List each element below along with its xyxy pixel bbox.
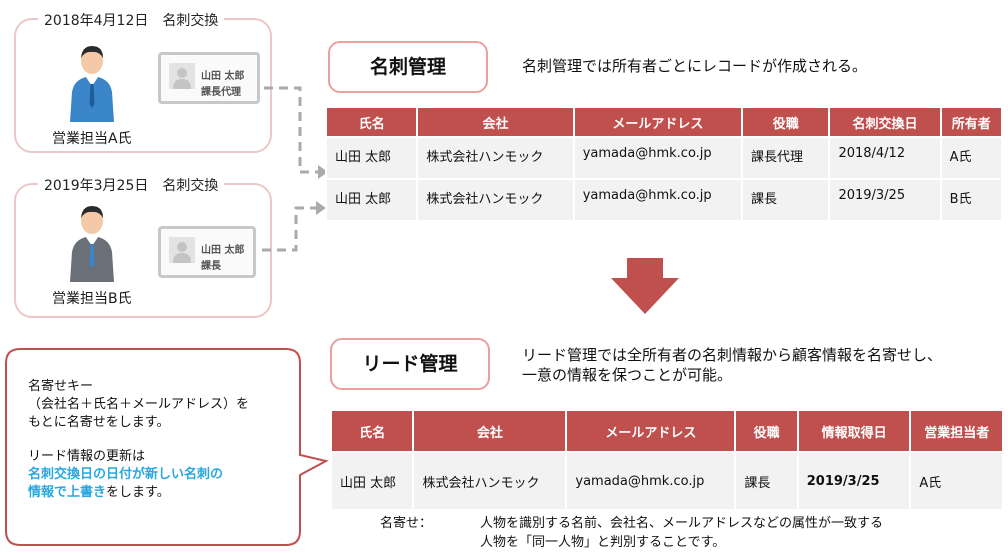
col-header: 会社 <box>418 108 573 136</box>
person-silhouette-icon <box>169 63 195 89</box>
col-header: 氏名 <box>332 411 413 451</box>
cell-name: 山田 太郎 <box>332 453 413 509</box>
callout-line-2: （会社名＋氏名＋メールアドレス）を <box>28 397 250 412</box>
cell-email: yamada@hmk.co.jp <box>574 180 742 220</box>
callout-line-3: もとに名寄せをします。 <box>28 415 170 430</box>
cell-company: 株式会社ハンモック <box>414 453 566 509</box>
callout-line-1: 名寄せキー <box>28 379 94 394</box>
cell-acquired-date: 2019/3/25 <box>798 453 910 509</box>
col-header: メールアドレス <box>574 108 742 136</box>
cell-exchange-date: 2018/4/12 <box>830 138 940 178</box>
business-card-a-title: 課長代理 <box>201 87 241 98</box>
table-row: 山田 太郎 株式会社ハンモック yamada@hmk.co.jp 課長代理 20… <box>327 138 1001 178</box>
meishi-section-title: 名刺管理 <box>328 41 488 93</box>
business-card-b-name: 山田 太郎 <box>201 245 245 256</box>
exchange-box-a-title: 2018年4月12日 名刺交換 <box>38 10 225 30</box>
meishi-table: 氏名 会社 メールアドレス 役職 名刺交換日 所有者 山田 太郎 株式会社ハンモ… <box>325 106 1003 222</box>
cell-company: 株式会社ハンモック <box>418 180 573 220</box>
cell-email: yamada@hmk.co.jp <box>567 453 735 509</box>
col-header: 役職 <box>743 108 829 136</box>
col-header: 営業担当者 <box>911 411 1002 451</box>
cell-exchange-date: 2019/3/25 <box>830 180 940 220</box>
cell-name: 山田 太郎 <box>327 180 417 220</box>
exchange-box-b-title: 2019年3月25日 名刺交換 <box>38 175 225 195</box>
callout-line-5: 情報で上書きをします。 <box>28 484 249 502</box>
col-header: 役職 <box>736 411 797 451</box>
person-silhouette-icon <box>169 237 195 263</box>
callout-highlight-2: 情報で上書き <box>28 485 107 500</box>
cell-position: 課長 <box>736 453 797 509</box>
salesperson-a-icon <box>66 42 118 122</box>
lead-table-header: 氏名 会社 メールアドレス 役職 情報取得日 営業担当者 <box>332 411 1002 451</box>
business-card-a: 山田 太郎 課長代理 <box>158 52 260 104</box>
salesperson-b-icon <box>66 202 118 282</box>
cell-sales-rep: A氏 <box>911 453 1002 509</box>
callout-text: 名寄せキー （会社名＋氏名＋メールアドレス）を もとに名寄せをします。 リード情… <box>28 378 249 502</box>
cell-position: 課長代理 <box>743 138 829 178</box>
callout-bubble <box>5 348 329 546</box>
col-header: 情報取得日 <box>798 411 910 451</box>
lead-section-title: リード管理 <box>330 338 490 390</box>
lead-table: 氏名 会社 メールアドレス 役職 情報取得日 営業担当者 山田 太郎 株式会社ハ… <box>330 409 1004 511</box>
cell-email: yamada@hmk.co.jp <box>574 138 742 178</box>
meishi-description: 名刺管理では所有者ごとにレコードが作成される。 <box>522 57 868 75</box>
note-line-2: 人物を「同一人物」と判別することです。 <box>480 535 726 550</box>
col-header: 名刺交換日 <box>830 108 940 136</box>
callout-highlight-1: 名刺交換日の日付が新しい名刺の <box>28 467 224 482</box>
business-card-b-title: 課長 <box>201 261 221 272</box>
lead-description-line1: リード管理では全所有者の名刺情報から顧客情報を名寄せし、 <box>522 346 943 364</box>
business-card-a-name: 山田 太郎 <box>201 71 245 82</box>
salesperson-b-label: 営業担当B氏 <box>52 291 132 307</box>
cell-owner: B氏 <box>941 180 1001 220</box>
cell-name: 山田 太郎 <box>327 138 417 178</box>
col-header: 氏名 <box>327 108 417 136</box>
callout-line-4: リード情報の更新は <box>28 449 146 464</box>
lead-description-line2: 一意の情報を保つことが可能。 <box>522 366 733 384</box>
cell-company: 株式会社ハンモック <box>418 138 573 178</box>
col-header: 所有者 <box>941 108 1001 136</box>
cell-owner: A氏 <box>941 138 1001 178</box>
business-card-b: 山田 太郎 課長 <box>158 226 256 278</box>
cell-position: 課長 <box>743 180 829 220</box>
note-label: 名寄せ： <box>380 516 433 531</box>
table-row: 山田 太郎 株式会社ハンモック yamada@hmk.co.jp 課長 2019… <box>327 180 1001 220</box>
callout-tail: をします。 <box>106 485 170 500</box>
note-line-1: 人物を識別する名前、会社名、メールアドレスなどの属性が一致する <box>480 516 884 531</box>
salesperson-a-label: 営業担当A氏 <box>52 131 132 147</box>
meishi-table-header: 氏名 会社 メールアドレス 役職 名刺交換日 所有者 <box>327 108 1001 136</box>
col-header: メールアドレス <box>567 411 735 451</box>
table-row: 山田 太郎 株式会社ハンモック yamada@hmk.co.jp 課長 2019… <box>332 453 1002 509</box>
col-header: 会社 <box>414 411 566 451</box>
down-arrow-icon <box>611 258 679 314</box>
